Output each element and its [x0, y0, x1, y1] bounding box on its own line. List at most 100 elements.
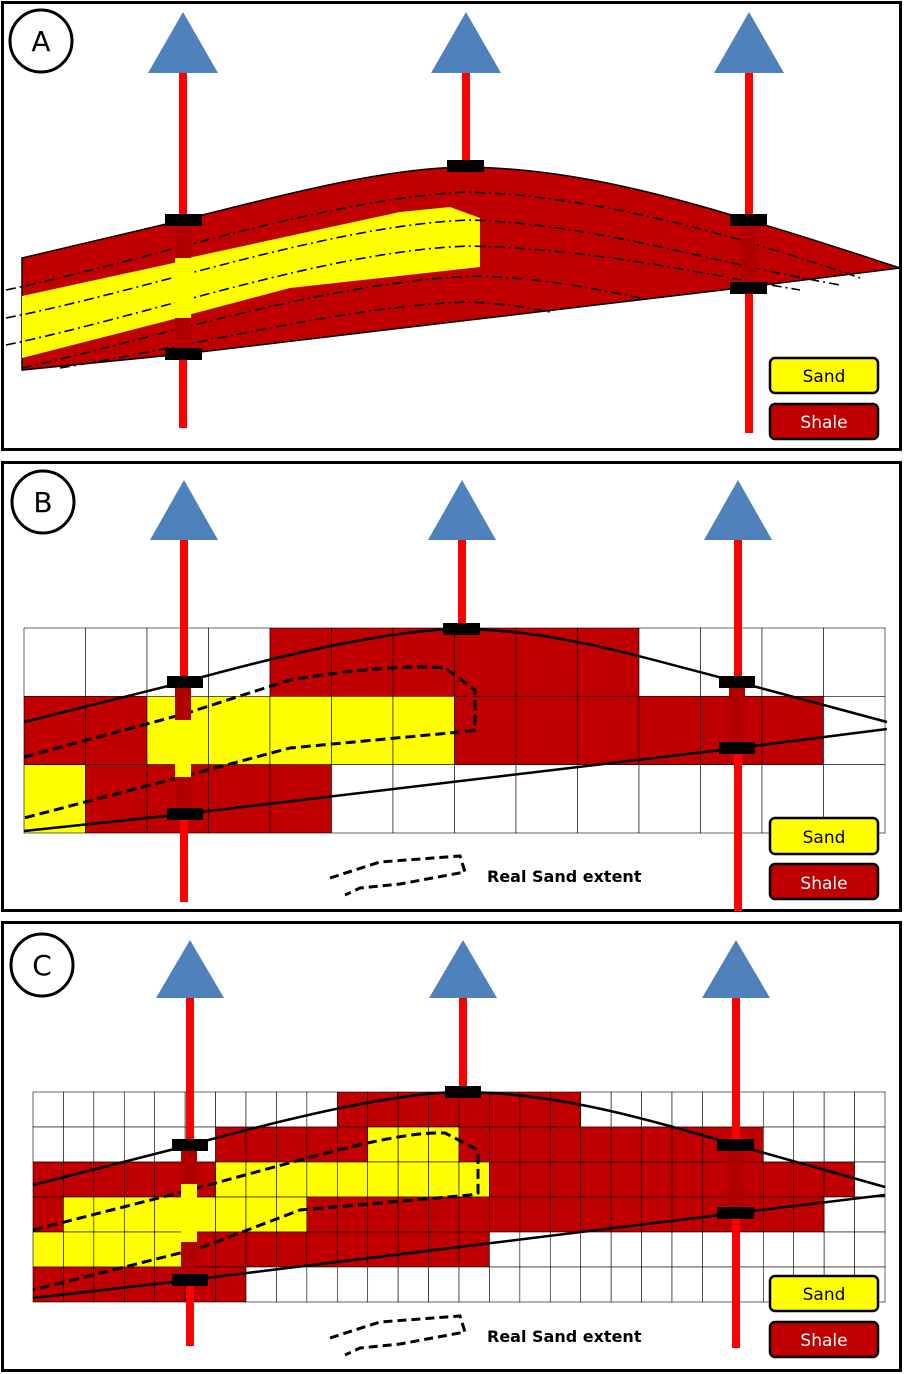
- grid-cell-shale: [454, 627, 517, 697]
- grid-cell-shale: [269, 627, 332, 697]
- grid-cell-shale: [458, 1231, 490, 1268]
- grid-cell-shale: [489, 1196, 521, 1233]
- well-1-sand-log: [175, 258, 191, 318]
- grid-cell-shale: [577, 627, 640, 697]
- grid-cell-empty: [854, 1231, 886, 1268]
- grid-cell-shale: [306, 1231, 338, 1268]
- grid-cell-shale: [489, 1091, 521, 1128]
- grid-cell-empty: [93, 1091, 125, 1128]
- sand-body-left: [22, 262, 178, 358]
- grid-cell-shale: [397, 1231, 429, 1268]
- grid-cell-shale: [276, 1126, 308, 1163]
- grid-cell-shale: [549, 1196, 582, 1233]
- well-3-facies-log: [727, 1150, 743, 1210]
- panel-b-label: B: [33, 486, 52, 519]
- well-marker: [730, 282, 767, 294]
- well-marker: [172, 1274, 208, 1286]
- grid-cell-sand: [367, 1126, 399, 1163]
- real-sand-extent-label: Real Sand extent: [487, 1327, 642, 1346]
- grid-cell-empty: [85, 627, 148, 697]
- panel-a-wells: [148, 12, 784, 433]
- grid-cell-empty: [671, 1266, 703, 1303]
- grid-cell-empty: [215, 1091, 247, 1128]
- grid-cell-empty: [700, 764, 763, 834]
- well-marker: [719, 676, 755, 688]
- real-sand-extent-label: Real Sand extent: [487, 867, 642, 886]
- grid-cell-sand: [306, 1161, 338, 1198]
- grid-cell-shale: [331, 627, 394, 697]
- grid-cell-shale: [454, 696, 517, 765]
- grid-cell-shale: [245, 1126, 277, 1163]
- panel-c-label: C: [32, 949, 52, 982]
- grid-cell-empty: [336, 1266, 369, 1303]
- grid-cell-shale: [336, 1091, 369, 1128]
- grid-cell-sand: [331, 696, 394, 765]
- grid-cell-empty: [610, 1231, 642, 1268]
- well-marker: [719, 742, 755, 754]
- grid-cell-shale: [641, 1161, 673, 1198]
- grid-cell-shale: [610, 1126, 642, 1163]
- grid-cell-sand: [458, 1161, 490, 1198]
- sand-body-right: [188, 207, 480, 315]
- grid-cell-sand: [276, 1161, 308, 1198]
- grid-cell-shale: [489, 1126, 521, 1163]
- well-3-facies-log: [729, 686, 745, 746]
- grid-cell-empty: [638, 764, 701, 834]
- well-marker: [443, 623, 480, 635]
- grid-cell-shale: [458, 1126, 490, 1163]
- grid-cell-shale: [428, 1196, 460, 1233]
- well-marker: [447, 160, 484, 172]
- grid-cell-empty: [577, 764, 640, 834]
- grid-cell-empty: [702, 1231, 734, 1268]
- legend-sand-label: Sand: [803, 828, 846, 848]
- grid-cell-sand: [269, 696, 332, 765]
- grid-cell-empty: [580, 1231, 612, 1268]
- real-sand-extent-legend: Real Sand extent: [329, 854, 642, 897]
- grid-cell-empty: [458, 1266, 490, 1303]
- grid-cell-shale: [580, 1126, 612, 1163]
- grid-cell-sand: [93, 1231, 125, 1268]
- grid-cell-sand: [428, 1161, 460, 1198]
- grid-cell-shale: [336, 1196, 369, 1233]
- grid-cell-shale: [762, 1161, 795, 1198]
- panel-c-label-circle: [9, 932, 75, 998]
- grid-cell-shale: [577, 696, 640, 765]
- grid-cell-shale: [641, 1126, 673, 1163]
- grid-cell-shale: [823, 1161, 855, 1198]
- grid-cell-shale: [367, 1231, 399, 1268]
- panel-c-wells: [156, 940, 770, 1348]
- grid-cell-shale: [392, 627, 455, 697]
- grid-cell-empty: [367, 1266, 399, 1303]
- grid-cell-empty: [306, 1266, 338, 1303]
- well-head-triangle-icon: [429, 940, 497, 998]
- grid-cell-empty: [32, 1091, 64, 1128]
- grid-cell-shale: [549, 1161, 582, 1198]
- grid-cell-shale: [641, 1196, 673, 1233]
- grid-cell-shale: [793, 1161, 825, 1198]
- grid-cell-empty: [702, 1266, 734, 1303]
- legend-a: Sand Shale: [768, 356, 880, 441]
- grid-cell-shale: [519, 1196, 551, 1233]
- grid-cell-shale: [610, 1161, 642, 1198]
- well-marker: [165, 348, 202, 360]
- real-sand-outline: [32, 1131, 480, 1292]
- grid-cell-shale: [549, 1126, 582, 1163]
- well-marker: [445, 1086, 481, 1098]
- grid-cell-empty: [23, 627, 86, 697]
- grid-cell-empty: [762, 1231, 795, 1268]
- dash-dot-horizons: [5, 191, 861, 369]
- grid-cell-empty: [823, 627, 886, 697]
- grid-cell-empty: [63, 1091, 95, 1128]
- well-1-sand-log: [181, 1184, 197, 1242]
- grid-cell-empty: [93, 1126, 125, 1163]
- well-head-triangle-icon: [428, 480, 496, 540]
- grid-cell-shale: [519, 1161, 551, 1198]
- grid-cell-shale: [458, 1196, 490, 1233]
- grid-cell-empty: [854, 1196, 886, 1233]
- grid-cell-empty: [428, 1266, 460, 1303]
- grid-cell-sand: [63, 1231, 95, 1268]
- grid-cell-sand: [154, 1231, 186, 1268]
- grid-cell-empty: [154, 1091, 186, 1128]
- well-marker: [730, 214, 767, 226]
